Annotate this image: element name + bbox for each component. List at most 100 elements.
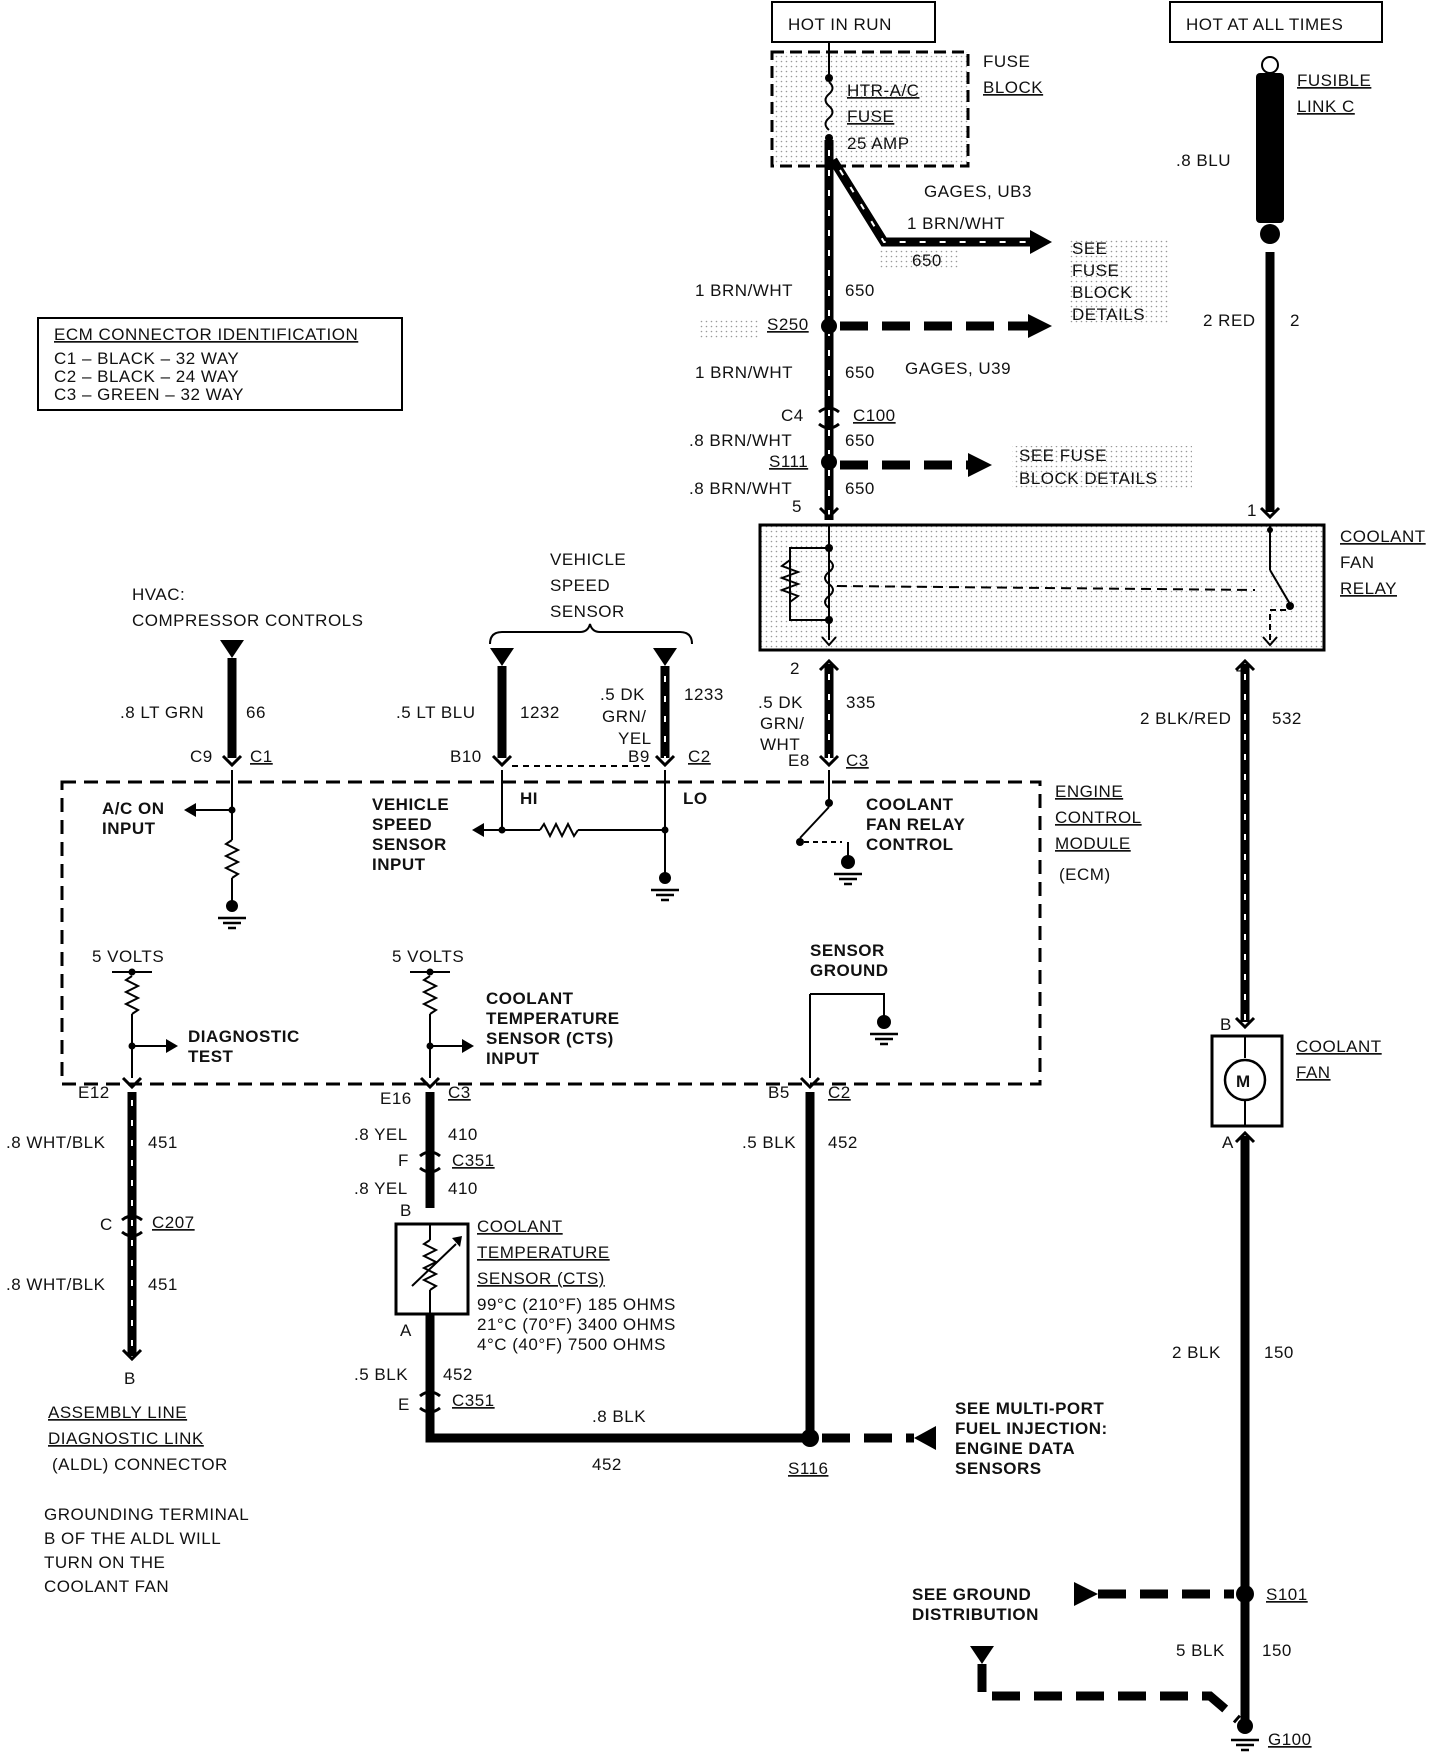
cts-circuit-1: 410 [448,1125,478,1144]
feed-wire-1: 1 BRN/WHT [695,281,793,300]
vss-conn: C2 [688,747,711,766]
aldl-wire-1: .8 WHT/BLK [6,1133,106,1152]
aldl-note-4: COOLANT FAN [44,1577,169,1596]
c351-label-2: C351 [452,1391,495,1410]
see-fuse-1a: SEE [1072,239,1108,258]
vss-resistor [539,821,579,839]
aldl-circuit-1: 451 [148,1133,178,1152]
volts-b: 5 VOLTS [392,947,464,966]
sensor-ground-icon [868,1032,900,1046]
hot-at-all-times-label: HOT AT ALL TIMES [1186,15,1343,34]
vss-arrow-icon-2 [653,648,677,666]
g100-label: G100 [1268,1730,1312,1749]
relay-label-3: RELAY [1340,579,1397,598]
vss-wire-1: .5 LT BLU [396,703,475,722]
vss-label-2: SPEED [550,576,610,595]
aldl-pin-b: B [124,1369,136,1388]
fusible-link-label-1: FUSIBLE [1297,71,1371,90]
c351-pin-f: F [398,1151,409,1170]
cts-input-1: COOLANT [486,989,574,1008]
hi-label: HI [520,789,538,808]
aldl-connector-label: ASSEMBLY LINE DIAGNOSTIC LINK (ALDL) CON… [44,1403,249,1596]
vss-input-4: INPUT [372,855,426,874]
ecm-id-c2: C2 – BLACK – 24 WAY [54,367,239,386]
vss-circuit-1: 1232 [520,703,560,722]
sg-c2-label: C2 [828,1083,851,1102]
ground-dist-2: DISTRIBUTION [912,1605,1039,1624]
cts-spec-2: 21°C (70°F) 3400 OHMS [477,1315,676,1334]
cts-input-arrow-icon [462,1039,474,1053]
wire-452-to-s116 [425,1420,810,1443]
fuse-block-label-2: BLOCK [983,78,1043,97]
wire-ground-feed [977,1664,1241,1724]
fuse-block-label-1: FUSE [983,52,1030,71]
cts-spec-3: 4°C (40°F) 7500 OHMS [477,1335,666,1354]
cts-circuit-2: 410 [448,1179,478,1198]
cts-input-4: INPUT [486,1049,540,1068]
cts-wire-3: .5 BLK [354,1365,408,1384]
rc-wire-1: .5 DK [758,693,803,712]
red-feed-wire: 2 RED [1203,311,1256,330]
gages-branch-wire: 1 BRN/WHT [907,214,1005,233]
fan-circuit-2: 150 [1264,1343,1294,1362]
splice-s101 [1236,1585,1254,1603]
ac-on-arrow-icon [184,803,196,817]
vss-b10: B10 [450,747,482,766]
aldl-label-1: ASSEMBLY LINE [48,1403,187,1422]
relay-label-1: COOLANT [1340,527,1426,546]
red-feed-circuit: 2 [1290,311,1300,330]
aldl-label-2: DIAGNOSTIC LINK [48,1429,204,1448]
vss-wire-2a: .5 DK [600,685,645,704]
ground-dist-1: SEE GROUND [912,1585,1031,1604]
hot-in-run-box: HOT IN RUN [771,1,936,43]
fusible-link-wire: .8 BLU [1176,151,1231,170]
hvac-wire: .8 LT GRN [120,703,204,722]
mpfi-label-2: FUEL INJECTION: [955,1419,1108,1438]
fuse-rating: 25 AMP [847,134,910,153]
fuse-block: HTR-A/C FUSE 25 AMP FUSE BLOCK [770,42,1043,168]
see-fuse-2b: BLOCK DETAILS [1019,469,1157,488]
vss-input-1: VEHICLE [372,795,449,814]
lo-label: LO [683,789,708,808]
vss-input-arrow-icon [472,823,484,837]
vss-wire-2c: YEL [618,729,652,748]
cfr-label-1: COOLANT [866,795,954,814]
feed-wire-4: .8 BRN/WHT [689,479,792,498]
s101-label: S101 [1266,1585,1308,1604]
splice-s116 [801,1429,819,1447]
hvac-circuit: 66 [246,703,266,722]
ground-feed-arrow-icon [970,1646,994,1664]
fan-wire-1: 2 BLK/RED [1140,709,1231,728]
vss-bracket [489,623,693,645]
aldl-note-1: GROUNDING TERMINAL [44,1505,249,1524]
relay-resistor [779,559,801,603]
ecm-label-1: ENGINE [1055,782,1123,801]
sg-wire: .5 BLK [742,1133,796,1152]
fuse-name: HTR-A/C [847,81,919,100]
mpfi-label-4: SENSORS [955,1459,1042,1478]
ac-on-label-1: A/C ON [102,799,165,818]
ecm-id-c3: C3 – GREEN – 32 WAY [54,385,244,404]
diag-label-2: TEST [188,1047,234,1066]
c351-label-1: C351 [452,1151,495,1170]
fan-circuit-3: 150 [1262,1641,1292,1660]
coolant-fan-motor: M COOLANT FAN [1210,1034,1381,1128]
fan-pin-a: A [1222,1133,1234,1152]
ecm-label-2: CONTROL [1055,808,1142,827]
cts-wire-2: .8 YEL [354,1179,408,1198]
ecm-id-title: ECM CONNECTOR IDENTIFICATION [54,325,358,344]
see-fuse-block-details-1: SEE FUSE BLOCK DETAILS [1068,239,1168,324]
fuse-icon [824,81,834,131]
rc-e8: E8 [788,751,810,770]
relay-coil [824,559,834,609]
feed-circuit-3: 650 [845,431,875,450]
fan-circuit-1: 532 [1272,709,1302,728]
aldl-label-3: (ALDL) CONNECTOR [52,1455,228,1474]
s250-label: S250 [767,315,809,334]
gages-branch-circuit: 650 [912,251,942,270]
cts-input-3: SENSOR (CTS) [486,1029,614,1048]
hot-in-run-label: HOT IN RUN [788,15,892,34]
ecm-label-4: (ECM) [1059,865,1111,884]
cts-circuit-4: 452 [592,1455,622,1474]
